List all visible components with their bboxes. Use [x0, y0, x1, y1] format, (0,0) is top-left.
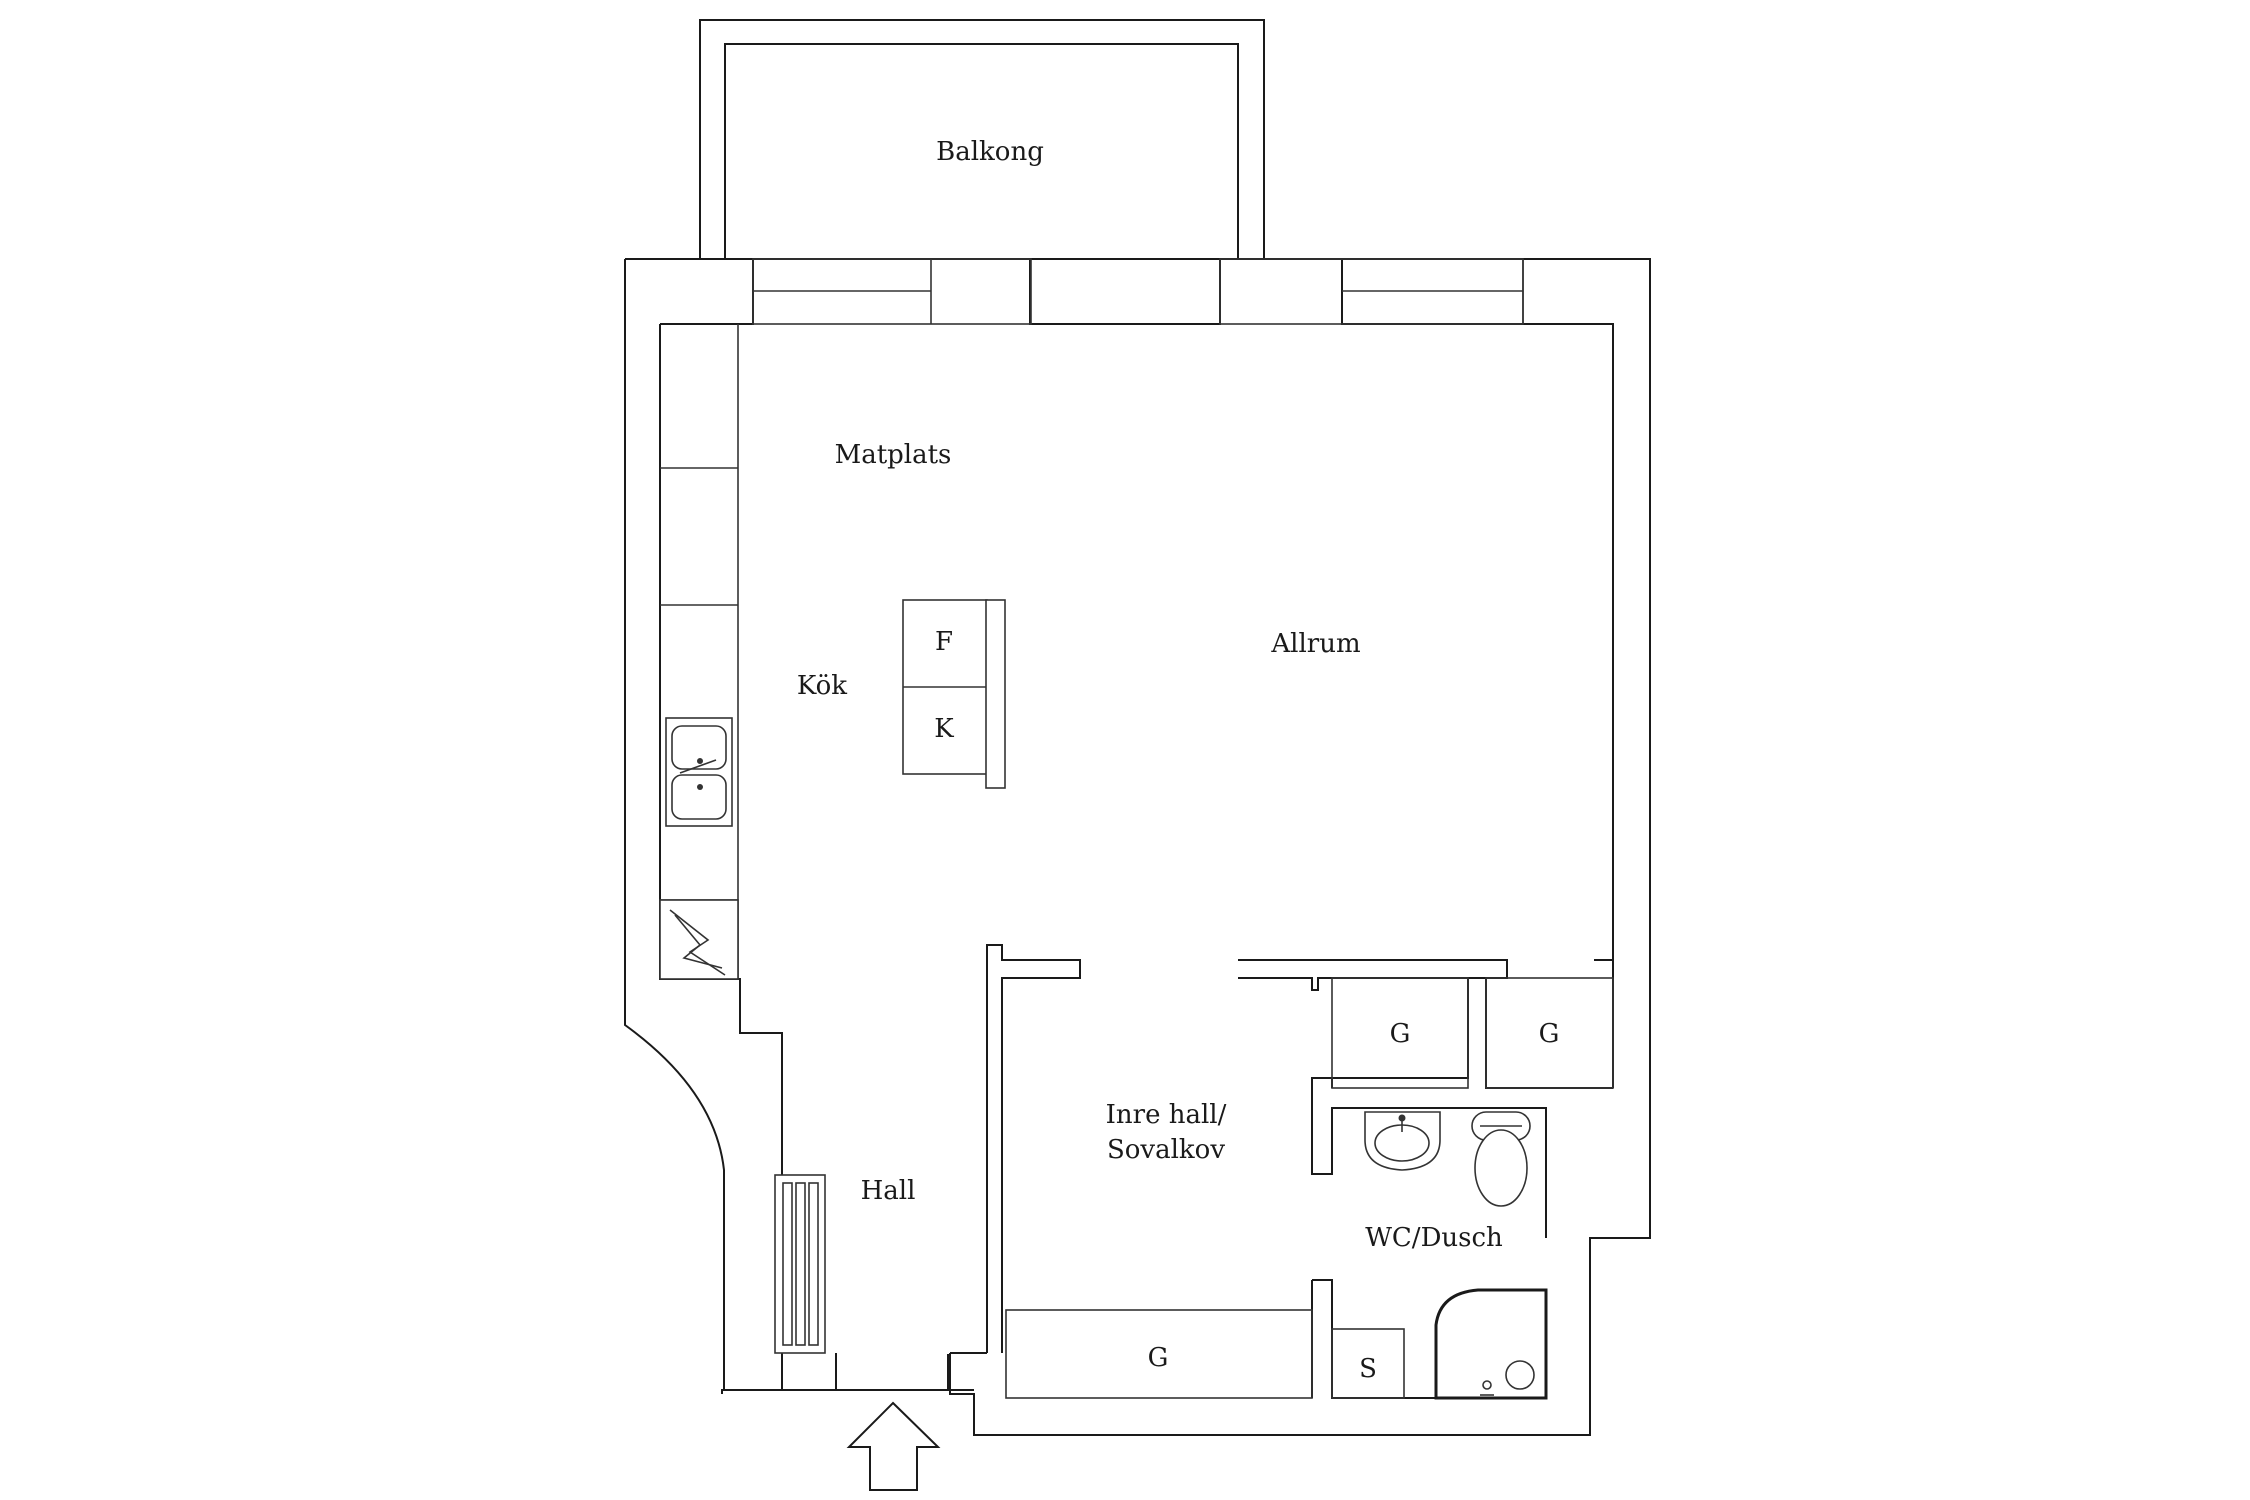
wardrobe-label-left: G [1390, 1019, 1411, 1049]
window-right [1219, 258, 1524, 325]
room-label-kitchen: Kök [797, 671, 847, 701]
fridge-freezer: F K [902, 599, 1006, 789]
window-left [752, 258, 1032, 325]
shower-icon [1434, 1288, 1548, 1400]
entrance-door-frame [835, 1352, 987, 1390]
washbasin-icon [1364, 1111, 1441, 1171]
room-label-balcony: Balkong [936, 137, 1044, 167]
kitchen-counter [660, 324, 739, 980]
outer-wall [624, 258, 1651, 1436]
wardrobe-label-right: G [1539, 1019, 1560, 1049]
stove-icon [659, 899, 739, 980]
wardrobe-bottom [1005, 1309, 1313, 1399]
storage-label: S [1359, 1354, 1377, 1384]
kitchen-sink-icon [665, 717, 733, 827]
wardrobe-upper [1331, 977, 1614, 1089]
room-label-hall: Hall [861, 1176, 916, 1206]
toilet-icon [1471, 1111, 1531, 1207]
wardrobe-label-bottom: G [1148, 1343, 1169, 1373]
room-label-sleeping-alcove: Sovalkov [1107, 1135, 1225, 1165]
balcony [699, 19, 1265, 259]
room-label-dining: Matplats [835, 440, 952, 470]
fridge-label: F [935, 627, 953, 657]
room-label-bathroom: WC/Dusch [1365, 1223, 1503, 1253]
storage-cabinet [1331, 1328, 1405, 1399]
radiator-icon [774, 1174, 826, 1354]
entrance-arrow-icon [846, 1401, 941, 1491]
freezer-label: K [934, 714, 954, 744]
room-label-inner-hall: Inre hall/ [1106, 1100, 1227, 1130]
room-label-living: Allrum [1270, 629, 1360, 659]
